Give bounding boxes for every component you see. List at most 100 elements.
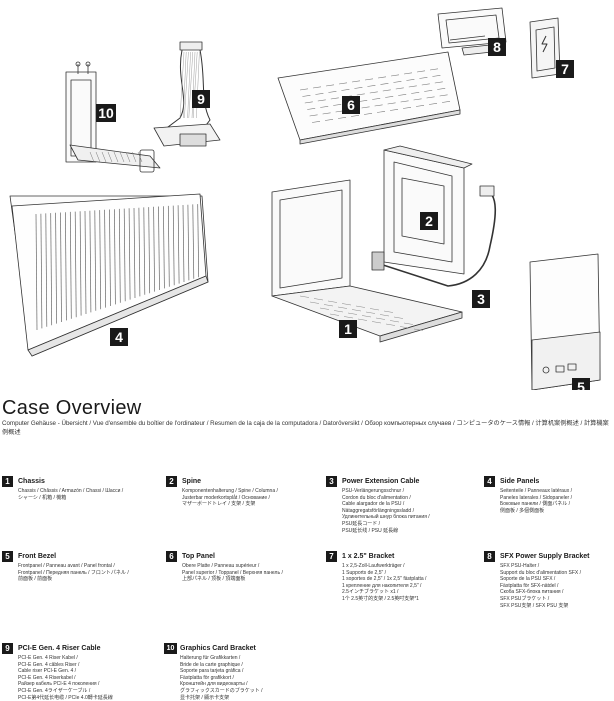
legend-description-line: 显卡托架 / 顯示卡支架 (180, 694, 230, 701)
legend-description-line: PSU延长线 / PSU 延長線 (342, 527, 399, 534)
spine-illustration (383, 145, 473, 275)
legend-description-line: Seitenteile / Panneaux latéraux / (500, 488, 572, 494)
legend-title: Chassis (18, 478, 45, 485)
legend-description-line: 1 soportes de 2,5" / 1x 2,5" fästplatta … (342, 576, 427, 583)
callout-box-10 (96, 104, 116, 122)
legend-description-line: Fästplatta för grafikkort / (180, 674, 234, 681)
callout-number-6: 6 (347, 97, 355, 113)
legend-description-line: Komponentenhalterung / Spine / Columna / (182, 488, 278, 494)
legend-description-line: Justerbar moderkortsplåt / Основание / (182, 494, 270, 501)
legend-description: Seitenteile / Panneaux latéraux /Paneles… (500, 488, 614, 514)
legend-title: PCI-E Gen. 4 Riser Cable (18, 645, 101, 652)
legend-description-line: Cable alargador de la PSU / (342, 501, 405, 508)
side-panels-illustration (9, 193, 209, 357)
legend-description-line: 1 крепление для накопителя 2,5" / (342, 582, 422, 589)
legend-description-line: 侧面板 / 多個側面板 (500, 507, 545, 514)
legend-title: Spine (182, 478, 202, 485)
legend-description-line: Halterung für Grafikkarten / (180, 655, 241, 661)
legend-title: Graphics Card Bracket (180, 645, 256, 652)
legend-description-line: Nätaggregatsförlängningssladd / (342, 507, 414, 514)
legend-description-line: PCI-E Gen. 4 Riserkabel / (18, 674, 76, 681)
legend-description-line: 2.5インチブラケット x1 / (342, 589, 399, 596)
callout-number-2: 2 (425, 213, 433, 229)
legend-description-line: Support du bloc d'alimentation SFX / (500, 569, 582, 576)
callout-box-6 (342, 96, 360, 114)
legend-description-line: Paneles laterales / Sidopaneler / (500, 494, 572, 501)
callout-number-7: 7 (561, 61, 569, 77)
legend-number-badge: 5 (2, 551, 13, 562)
legend-description-line: Cable riser PCI-E Gen. 4 / (18, 668, 77, 675)
legend-description: SFX PSU-Halter /Support du bloc d'alimen… (500, 563, 614, 609)
legend-description-line: Frontpanel / Panneau avant / Panel front… (18, 563, 115, 569)
page-subtitle: Computer Gehäuse - Übersicht / Vue d'ens… (2, 420, 609, 436)
legend-description: 1 x 2,5-Zoll-Laufwerkträger /1 Supports … (342, 563, 470, 603)
legend-title: SFX Power Supply Bracket (500, 553, 590, 560)
legend-description: Komponentenhalterung / Spine / Columna /… (182, 488, 310, 508)
callout-number-5: 5 (577, 379, 585, 390)
legend-number-badge: 10 (164, 643, 177, 654)
legend-title: Front Bezel (18, 553, 57, 560)
legend-number-badge: 3 (326, 476, 337, 487)
legend-description-line: 上部パネル / 顶板 / 頂端面板 (182, 576, 246, 583)
callout-box-4 (110, 328, 128, 346)
legend-title: Power Extension Cable (342, 478, 420, 485)
legend-description: Frontpanel / Panneau avant / Panel front… (18, 563, 146, 583)
legend-number-badge: 6 (166, 551, 177, 562)
front-bezel-illustration (529, 253, 601, 390)
callout-box-1 (339, 320, 357, 338)
callout-number-9: 9 (197, 91, 205, 107)
legend-description-line: Cordon du bloc d'alimentation / (342, 494, 411, 501)
riser-cable-illustration (153, 41, 221, 147)
legend-number-badge: 8 (484, 551, 495, 562)
legend-description-line: Obere Platte / Panneau supérieur / (182, 563, 260, 569)
legend-description-line: Chassis / Châssis / Armazón / Chassi / Ш… (18, 488, 124, 494)
callout-box-3 (472, 290, 490, 308)
callout-number-8: 8 (493, 39, 501, 55)
callout-box-5 (572, 378, 590, 390)
legend-description: Chassis / Châssis / Armazón / Chassi / Ш… (18, 488, 146, 501)
legend-number-badge: 2 (166, 476, 177, 487)
legend-description-line: グラフィックスカードのブラケット / (180, 687, 263, 694)
legend-number-badge: 7 (326, 551, 337, 562)
page-title: Case Overview (2, 397, 142, 419)
legend-description-line: Bride de la carte graphique / (180, 661, 243, 668)
legend-description-line: PCI-E Gen. 4 Riser Kabel / (18, 655, 78, 661)
legend-description-line: Panel superior / Toppanel / Верхняя пане… (182, 569, 283, 576)
top-panel-illustration (277, 51, 461, 145)
legend-description-line: Кронштейн для видеокарты / (180, 681, 248, 688)
legend-description-line: Райзер кабель PCI-E 4 поколения / (18, 681, 100, 688)
legend-description-line: SFX PSUブラケット / (500, 595, 550, 602)
legend-description-line: PCI-E第4代延长电缆 / PCIe 4.0轉卡延長線 (18, 694, 113, 701)
ssd-bracket-illustration (529, 17, 561, 79)
legend-number-badge: 4 (484, 476, 495, 487)
callout-box-7 (556, 60, 574, 78)
legend-description-line: SFX PSU支架 / SFX PSU 支架 (500, 602, 569, 609)
legend-description-line: SFX PSU-Halter / (500, 563, 540, 569)
legend-description-line: Fästplatta för SFX-nätdel / (500, 582, 559, 589)
chassis-illustration (271, 179, 463, 343)
callout-box-2 (420, 212, 438, 230)
legend-description-line: Soporte de la PSU SFX / (500, 576, 556, 583)
legend-description-line: PSU-Verlängerungsschnur / (342, 488, 404, 494)
gpu-bracket-illustration (65, 61, 161, 173)
callout-box-9 (192, 90, 210, 108)
legend-description-line: PCI-E Gen. 4 câbles Riser / (18, 661, 80, 668)
legend-description: PCI-E Gen. 4 Riser Kabel /PCI-E Gen. 4 c… (18, 655, 146, 701)
legend-description-line: シャーシ / 机箱 / 機箱 (18, 494, 67, 501)
legend-description-line: Frontpanel / Передняя панель / フロントパネル / (18, 569, 129, 576)
legend-title: 1 x 2.5" Bracket (342, 553, 395, 560)
legend-description: Halterung für Grafikkarten /Bride de la … (180, 655, 308, 701)
legend-description: PSU-Verlängerungsschnur /Cordon du bloc … (342, 488, 470, 534)
legend-number-badge: 9 (2, 643, 13, 654)
callout-number-4: 4 (115, 329, 123, 345)
legend-description-line: PSU延長コード / (342, 520, 381, 527)
legend-description-line: Скоба SFX-блока питания / (500, 589, 564, 596)
callout-number-3: 3 (477, 291, 485, 307)
legend-description-line: Боковые панели / 側面パネル / (500, 501, 571, 508)
legend-number-badge: 1 (2, 476, 13, 487)
callout-number-1: 1 (344, 321, 352, 337)
legend-description-line: Удлинительный шнур блока питания / (342, 514, 430, 521)
legend-description-line: 1 x 2,5-Zoll-Laufwerkträger / (342, 563, 405, 569)
legend-description-line: 1个 2.5英寸的支架 / 2.5英吋支架*1 (342, 595, 419, 602)
